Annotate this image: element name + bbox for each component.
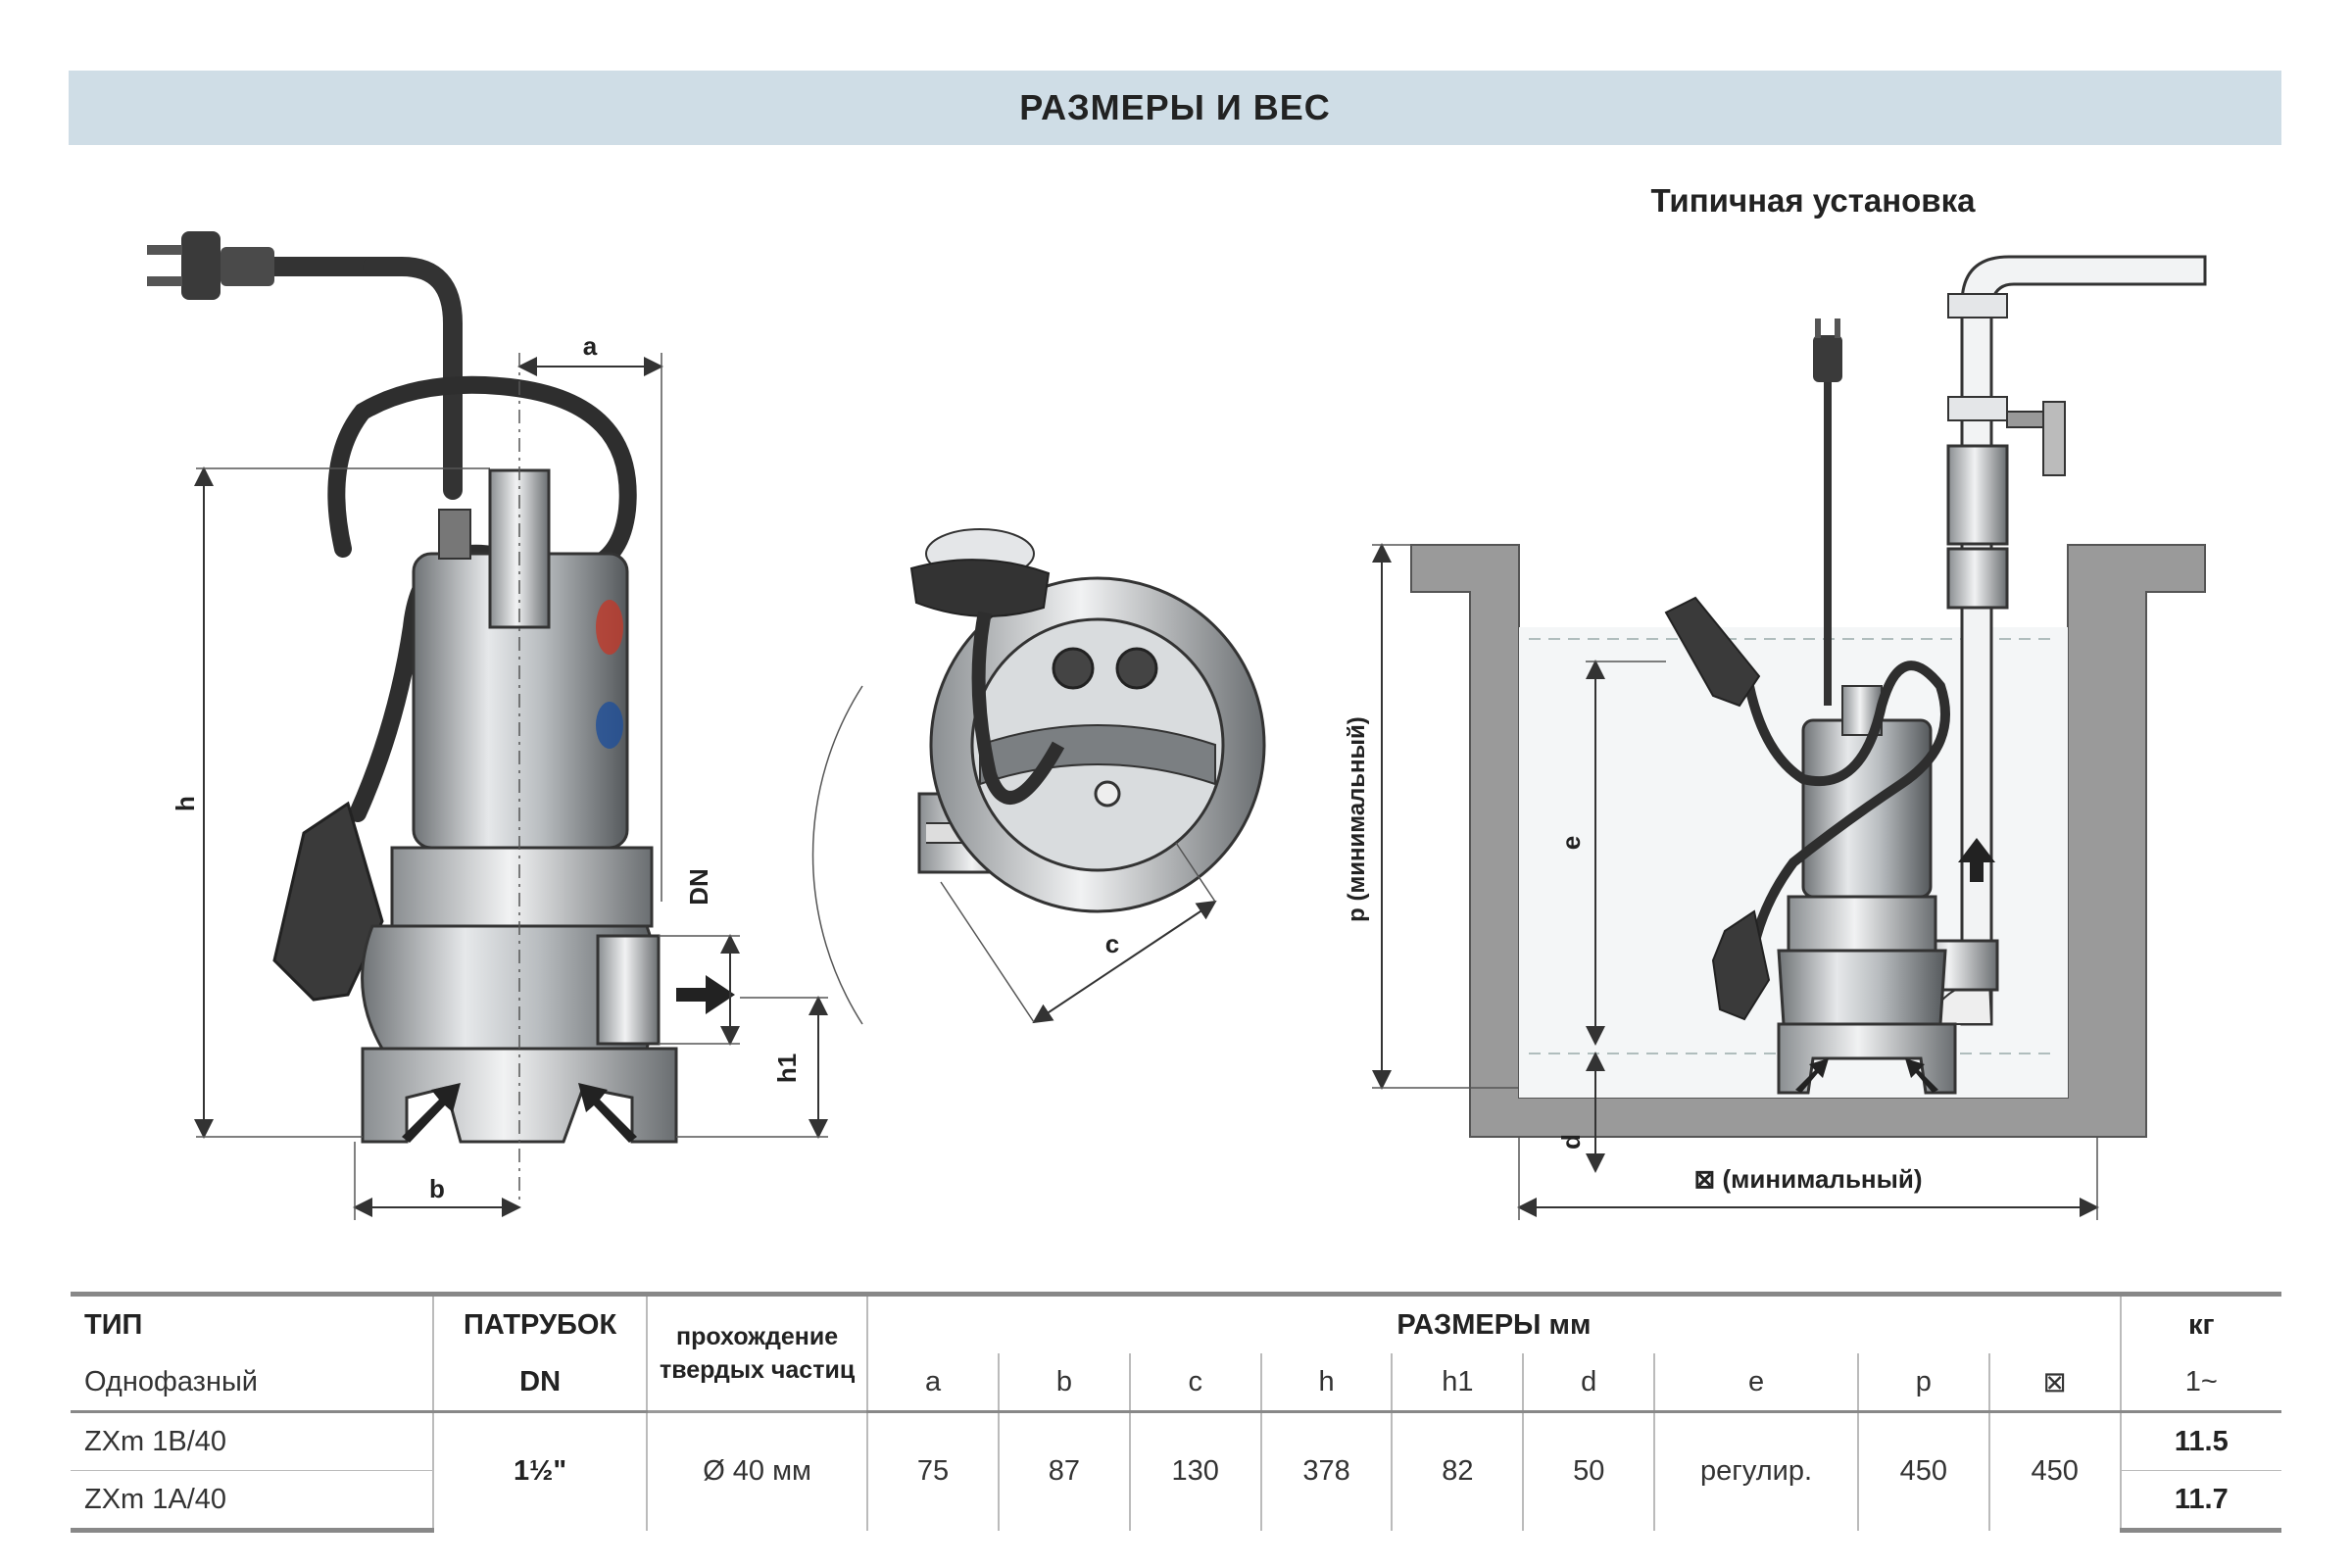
val-a: 75	[866, 1410, 999, 1531]
passage-value: Ø 40 мм	[646, 1410, 868, 1531]
dim-p-label: p (минимальный)	[1344, 716, 1370, 922]
plug-icon	[147, 231, 372, 300]
technical-drawing: a h b DN h1	[147, 231, 2207, 1220]
col-square: ⊠	[1987, 1353, 2121, 1413]
val-c: 130	[1128, 1410, 1261, 1531]
val-e: регулир.	[1653, 1410, 1858, 1531]
dim-a-label: a	[583, 331, 598, 361]
table-row: ZXm 1A/40 11.7	[71, 1470, 2281, 1533]
val-d: 50	[1522, 1410, 1655, 1531]
dim-square-label: ⊠ (минимальный)	[1694, 1164, 1923, 1194]
col-c: c	[1128, 1353, 1261, 1413]
row2-type: ZXm 1A/40	[71, 1470, 434, 1533]
col-outlet-header: ПАТРУБОК	[432, 1292, 648, 1353]
val-h: 378	[1259, 1410, 1393, 1531]
row1-kg: 11.5	[2119, 1410, 2281, 1471]
dim-d-label: d	[1556, 1134, 1586, 1150]
dim-h1-label: h1	[772, 1054, 802, 1083]
phase-label: Однофазный	[71, 1353, 434, 1413]
install-title: Типичная установка	[1650, 182, 1976, 219]
row2-kg: 11.7	[2119, 1470, 2281, 1533]
section-title: РАЗМЕРЫ И ВЕС	[1019, 87, 1331, 127]
dim-c-label: c	[1105, 929, 1119, 958]
passage-line2: твердых частиц	[659, 1356, 856, 1384]
header-row-1: ТИП ПАТРУБОК прохождение твердых частиц …	[71, 1292, 2281, 1412]
col-d: d	[1522, 1353, 1655, 1413]
row1-type: ZXm 1B/40	[71, 1410, 434, 1471]
dim-h-label: h	[171, 796, 200, 811]
val-p: 450	[1856, 1410, 1989, 1531]
col-passage-header: прохождение твердых частиц	[646, 1292, 868, 1412]
col-dims-header: РАЗМЕРЫ мм	[866, 1292, 2121, 1353]
col-a: a	[866, 1353, 999, 1413]
dim-dn-label: DN	[684, 868, 713, 906]
pump-top-view: c	[811, 528, 1266, 1025]
pump-side-view: a h b DN h1	[147, 231, 828, 1220]
val-b: 87	[997, 1410, 1130, 1531]
col-e: e	[1653, 1353, 1858, 1413]
dn-value: 1½"	[432, 1410, 648, 1531]
val-square: 450	[1987, 1410, 2121, 1531]
kg-sub: 1~	[2119, 1353, 2281, 1413]
spec-table: ТИП ПАТРУБОК прохождение твердых частиц …	[71, 1292, 2281, 1533]
table-row: ZXm 1B/40 1½" Ø 40 мм 75 87 130 378 82 5…	[71, 1410, 2281, 1531]
col-p: p	[1856, 1353, 1989, 1413]
col-type-header: ТИП	[71, 1292, 434, 1353]
header-row-2: Однофазный DN a b c h h1 d e p ⊠ 1~	[71, 1353, 2281, 1413]
section-header: РАЗМЕРЫ И ВЕС	[69, 71, 2281, 145]
dim-b-label: b	[429, 1174, 445, 1203]
passage-line1: прохождение	[676, 1323, 839, 1350]
col-h: h	[1259, 1353, 1393, 1413]
val-h1: 82	[1391, 1410, 1524, 1531]
outlet-sub: DN	[432, 1353, 648, 1413]
col-kg-header: кг	[2119, 1292, 2281, 1353]
dim-e-label: e	[1556, 836, 1586, 850]
col-h1: h1	[1391, 1353, 1524, 1413]
col-b: b	[997, 1353, 1130, 1413]
installation-view: p (минимальный) e d ⊠ (минимальный)	[1344, 255, 2207, 1220]
